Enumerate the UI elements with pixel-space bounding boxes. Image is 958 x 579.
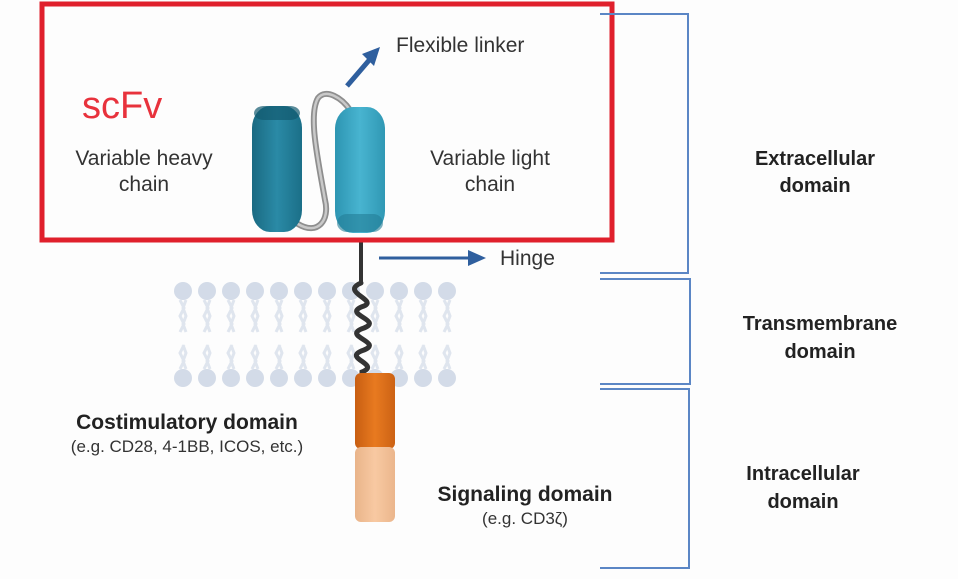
transmembrane-bracket	[600, 278, 691, 385]
costimulatory-title: Costimulatory domain	[76, 411, 298, 434]
costimulatory-examples: (e.g. CD28, 4-1BB, ICOS, etc.)	[70, 437, 304, 456]
membrane-top-heads	[174, 282, 456, 300]
hinge-arrow	[379, 250, 486, 266]
intracellular-domain-label: Intracellular domain	[713, 460, 893, 516]
scfv-title: scFv	[82, 85, 163, 127]
transmembrane-helix	[352, 280, 372, 379]
costimulatory-label: Costimulatory domain (e.g. CD28, 4-1BB, …	[18, 410, 356, 458]
flexible-linker-label: Flexible linker	[396, 34, 525, 57]
membrane-bottom-heads	[174, 369, 456, 387]
intracellular-line1: Intracellular	[746, 463, 860, 485]
intracellular-line2: domain	[767, 491, 839, 513]
region-brackets	[600, 13, 691, 569]
signaling-label: Signaling domain (e.g. CD3ζ)	[405, 482, 645, 530]
cell-membrane	[174, 282, 456, 387]
extracellular-bracket	[600, 13, 689, 274]
costimulatory-block	[355, 373, 395, 449]
heavy-chain-label-line2: chain	[118, 173, 170, 196]
heavy-chain-label-line1: Variable heavy	[75, 147, 213, 170]
membrane-lipid-tails	[178, 299, 452, 370]
transmembrane-line2: domain	[784, 341, 856, 363]
intracellular-bracket	[600, 388, 690, 569]
light-chain-label-line2: chain	[464, 173, 516, 196]
signaling-block	[355, 447, 395, 522]
transmembrane-domain-label: Transmembrane domain	[710, 310, 930, 366]
light-chain-label: Variable light chain	[400, 146, 580, 198]
extracellular-domain-label: Extracellular domain	[720, 146, 910, 200]
transmembrane-line1: Transmembrane	[742, 313, 898, 335]
light-chain-label-line1: Variable light	[430, 147, 550, 170]
scfv-highlight-box	[39, 1, 615, 243]
hinge-label: Hinge	[500, 247, 555, 270]
extracellular-line2: domain	[779, 175, 851, 197]
variable-heavy-chain	[252, 106, 302, 232]
heavy-chain-label: Variable heavy chain	[46, 146, 242, 198]
extracellular-line1: Extracellular	[754, 148, 876, 170]
signaling-examples: (e.g. CD3ζ)	[482, 509, 568, 528]
linker-arrow	[345, 47, 380, 88]
variable-light-chain	[335, 107, 385, 233]
signaling-title: Signaling domain	[437, 483, 613, 506]
